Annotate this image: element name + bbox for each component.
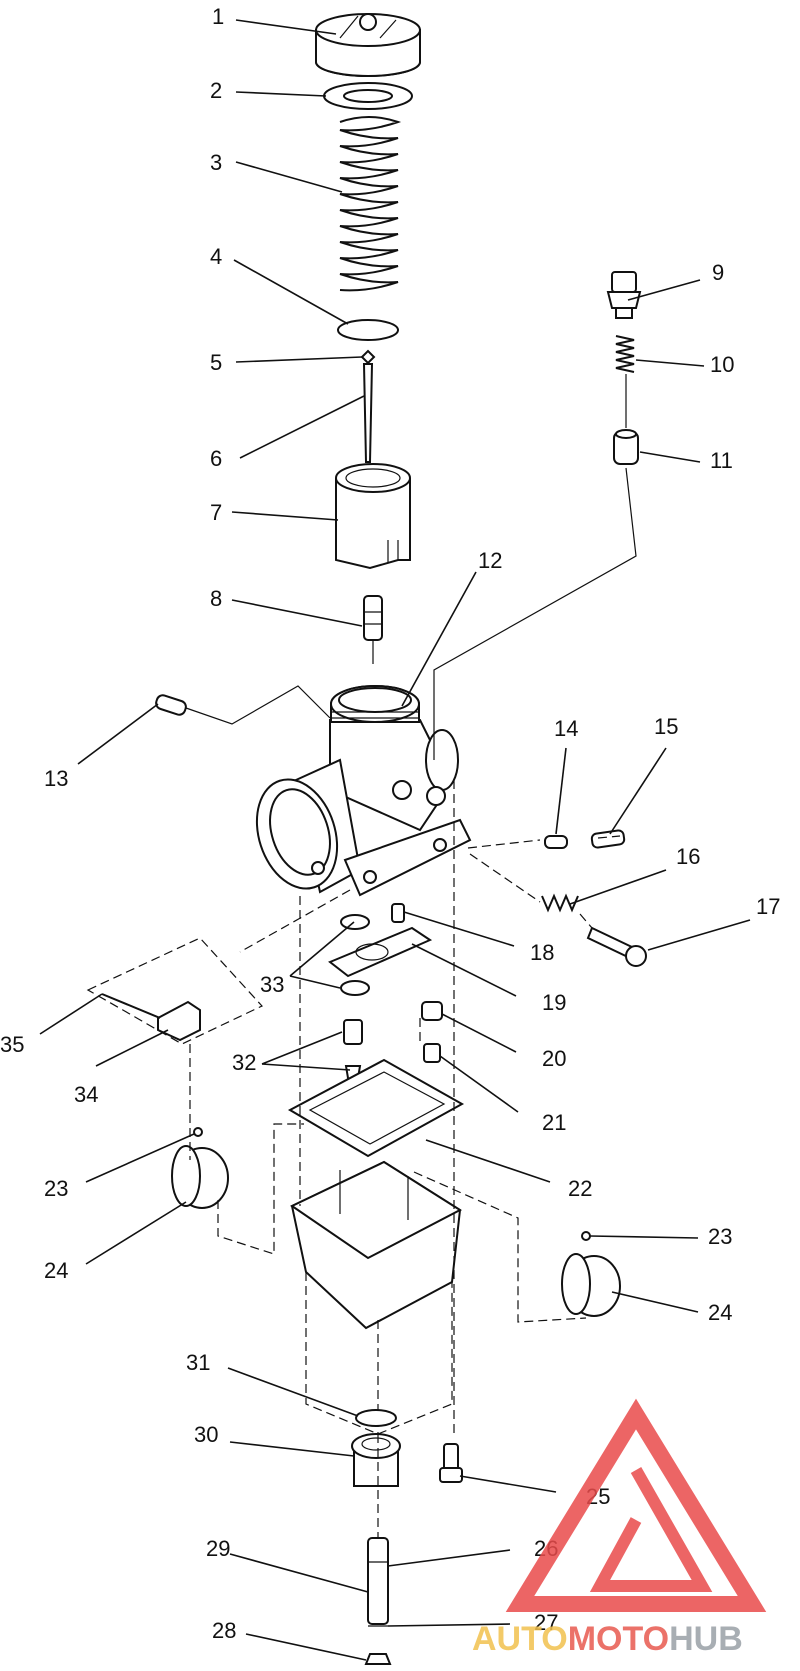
- callout-16: 16: [676, 844, 700, 869]
- assembly-lines: [185, 467, 637, 1538]
- part-drain-plug: [351, 1433, 401, 1487]
- part-jet-nut: [364, 1653, 392, 1665]
- part-idle-spring: [541, 893, 579, 913]
- watermark-hub: HUB: [669, 1620, 743, 1658]
- callout-21: 21: [542, 1110, 566, 1135]
- part-spring: [339, 116, 402, 298]
- callout-33: 33: [260, 972, 284, 997]
- part-oring-lower: [340, 980, 370, 996]
- part-plate: [337, 319, 399, 341]
- part-float-arm: [86, 937, 263, 1045]
- part-carb-body: [255, 685, 472, 897]
- callout-9: 9: [712, 260, 724, 285]
- callout-32: 32: [232, 1050, 256, 1075]
- part-washer: [323, 82, 413, 110]
- automotohub-logo: [505, 1398, 767, 1612]
- part-clip: [360, 349, 376, 365]
- part-small-screw: [391, 903, 405, 923]
- part-plunger: [613, 429, 639, 465]
- part-plug: [155, 694, 187, 716]
- part-drain-washer: [355, 1409, 397, 1427]
- callout-labels: 1 2 3 4 5 6 7 8 9 10 11 12 13 14 15 16 1…: [0, 4, 780, 1643]
- part-bowl-screw: [439, 1443, 463, 1483]
- callout-15: 15: [654, 714, 678, 739]
- callout-5: 5: [210, 350, 222, 375]
- callout-6: 6: [210, 446, 222, 471]
- part-drawings: [86, 13, 647, 1665]
- callout-19: 19: [542, 990, 566, 1015]
- callout-17: 17: [756, 894, 780, 919]
- callout-12: 12: [478, 548, 502, 573]
- callout-29: 29: [206, 1536, 230, 1561]
- callout-34: 34: [74, 1082, 98, 1107]
- part-idle-screw: [586, 926, 647, 967]
- callout-10: 10: [710, 352, 734, 377]
- part-needle-jet: [363, 595, 383, 664]
- part-float-bowl: [290, 1160, 463, 1435]
- callout-13: 13: [44, 766, 68, 791]
- part-pilot-spring: [615, 335, 635, 373]
- callout-11: 11: [710, 448, 733, 473]
- part-gasket: [328, 926, 433, 978]
- watermark: AUTOMOTOHUB: [472, 1398, 767, 1658]
- callout-22: 22: [568, 1176, 592, 1201]
- part-pilot-jet: [423, 1043, 441, 1063]
- callout-7: 7: [210, 500, 222, 525]
- callout-3: 3: [210, 150, 222, 175]
- callout-24: 24: [44, 1258, 68, 1283]
- part-float-right: [561, 1253, 621, 1317]
- part-air-screw: [590, 829, 626, 849]
- callout-31: 31: [186, 1350, 210, 1375]
- callout-8: 8: [210, 586, 222, 611]
- part-air-screw-spring: [544, 835, 568, 849]
- watermark-moto: MOTO: [568, 1620, 669, 1658]
- callout-18: 18: [530, 940, 554, 965]
- part-cap: [315, 13, 421, 77]
- part-bowl-gasket: [287, 1058, 465, 1158]
- callout-23: 23: [44, 1176, 68, 1201]
- part-needle: [362, 363, 374, 463]
- callout-35: 35: [0, 1032, 24, 1057]
- part-float-left: [171, 1145, 229, 1209]
- part-slide: [335, 463, 411, 570]
- callout-24: 24: [708, 1300, 732, 1325]
- part-float-pin-left: [193, 1127, 203, 1137]
- part-jet-holder: [421, 1001, 443, 1021]
- watermark-text: AUTOMOTOHUB: [472, 1620, 743, 1658]
- part-main-jet: [367, 1537, 389, 1627]
- callout-4: 4: [210, 244, 222, 269]
- callout-14: 14: [554, 716, 578, 741]
- watermark-auto: AUTO: [472, 1620, 568, 1658]
- part-oring-upper: [340, 914, 370, 930]
- leader-lines: [39, 19, 751, 1661]
- callout-30: 30: [194, 1422, 218, 1447]
- callout-2: 2: [210, 78, 222, 103]
- part-fitting: [606, 271, 642, 319]
- callout-28: 28: [212, 1618, 236, 1643]
- part-float-pin-right: [581, 1231, 591, 1241]
- callout-23: 23: [708, 1224, 732, 1249]
- callout-20: 20: [542, 1046, 566, 1071]
- callout-27: 27: [534, 1610, 558, 1635]
- callout-1: 1: [212, 4, 224, 29]
